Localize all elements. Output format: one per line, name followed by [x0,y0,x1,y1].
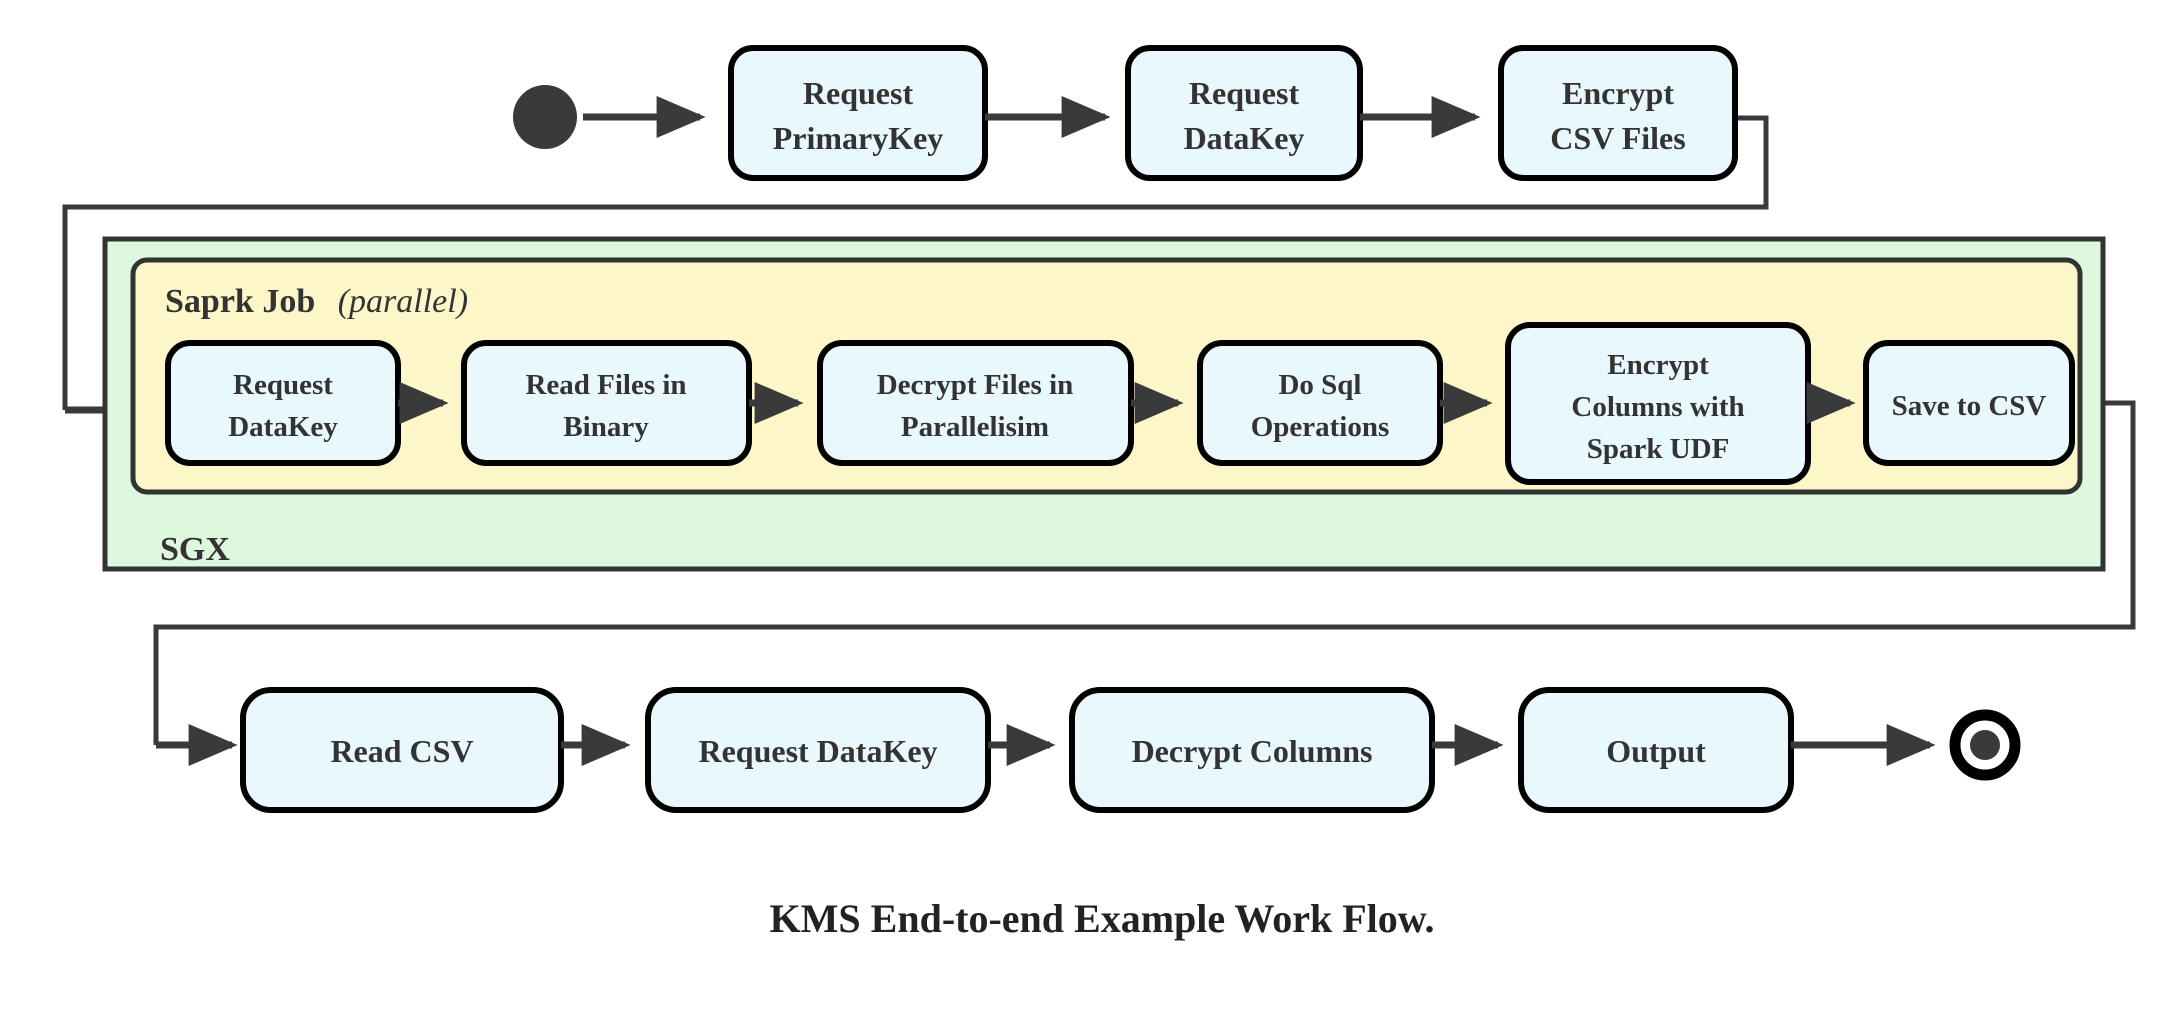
node-encrypt-columns-with-spark-udf[interactable]: Encrypt Columns with Spark UDF [1505,322,1811,485]
node-do-sql-operations[interactable]: Do Sql Operations [1197,340,1443,466]
node-save-to-csv-box[interactable] [1863,340,2075,466]
node-encrypt-columns-line-3: Spark UDF [1587,433,1730,465]
node-read-csv[interactable]: Read CSV [240,687,564,813]
node-decrypt-files-in-parallelisim[interactable]: Decrypt Files in Parallelisim [817,340,1134,466]
node-request-primarykey-line-2: PrimaryKey [773,120,944,156]
edge-savetocsv-to-readcsv [153,400,2136,766]
node-read-files-in-binary-line-2: Binary [563,411,649,443]
node-decrypt-columns[interactable]: Decrypt Columns [1069,687,1435,813]
node-decrypt-files-in-parallelisim-box[interactable] [817,340,1134,466]
node-encrypt-columns-line-2: Columns with [1571,391,1744,423]
end-node-core [1970,730,2000,760]
spark-job-label-italic: (parallel) [338,283,468,320]
node-decrypt-columns-box[interactable] [1069,687,1435,813]
node-request-datakey-top-line-2: DataKey [1184,120,1305,156]
node-do-sql-operations-box[interactable] [1197,340,1443,466]
node-request-datakey-top-box[interactable] [1125,45,1363,181]
node-request-datakey-spark-line-2: DataKey [228,411,338,443]
node-request-datakey-bottom-box[interactable] [645,687,991,813]
node-request-primarykey-line-1: Request [803,75,914,111]
sgx-container-label: SGX [160,531,230,568]
node-request-datakey-spark-box[interactable] [165,340,401,466]
node-encrypt-csv-files-line-2: CSV Files [1550,120,1685,156]
node-save-to-csv-label: Save to CSV [1892,390,2047,422]
node-request-datakey-top[interactable]: Request DataKey [1125,45,1363,181]
node-encrypt-csv-files-line-1: Encrypt [1562,75,1674,111]
node-request-datakey-spark[interactable]: Request DataKey [165,340,401,466]
node-read-files-in-binary-box[interactable] [461,340,752,466]
node-decrypt-files-line-2: Parallelisim [901,411,1049,443]
start-node [513,85,577,149]
node-save-to-csv[interactable]: Save to CSV [1863,340,2075,466]
node-request-datakey-top-line-1: Request [1189,75,1300,111]
node-output[interactable]: Output [1518,687,1794,813]
node-request-primarykey-box[interactable] [728,45,988,181]
node-read-csv-label: Read CSV [330,733,473,769]
node-encrypt-columns-line-1: Encrypt [1607,349,1709,381]
node-encrypt-csv-files-box[interactable] [1498,45,1738,181]
node-request-datakey-bottom[interactable]: Request DataKey [645,687,991,813]
node-output-box[interactable] [1518,687,1794,813]
end-node [1949,709,2021,781]
spark-job-label-bold: Saprk Job [165,283,315,320]
node-do-sql-operations-line-1: Do Sql [1278,369,1361,401]
node-decrypt-files-line-1: Decrypt Files in [877,369,1074,401]
node-read-csv-box[interactable] [240,687,564,813]
node-read-files-in-binary[interactable]: Read Files in Binary [461,340,752,466]
node-request-datakey-spark-line-1: Request [233,369,333,401]
spark-job-container-label: Saprk Job (parallel) [165,283,468,320]
node-request-primarykey[interactable]: Request PrimaryKey [728,45,988,181]
node-read-files-in-binary-line-1: Read Files in [525,369,686,401]
node-request-datakey-bottom-label: Request DataKey [698,733,937,769]
node-decrypt-columns-label: Decrypt Columns [1132,733,1373,769]
figure-caption: KMS End-to-end Example Work Flow. [770,896,1435,941]
node-encrypt-csv-files[interactable]: Encrypt CSV Files [1498,45,1738,181]
node-do-sql-operations-line-2: Operations [1251,411,1390,443]
node-output-label: Output [1606,733,1706,769]
